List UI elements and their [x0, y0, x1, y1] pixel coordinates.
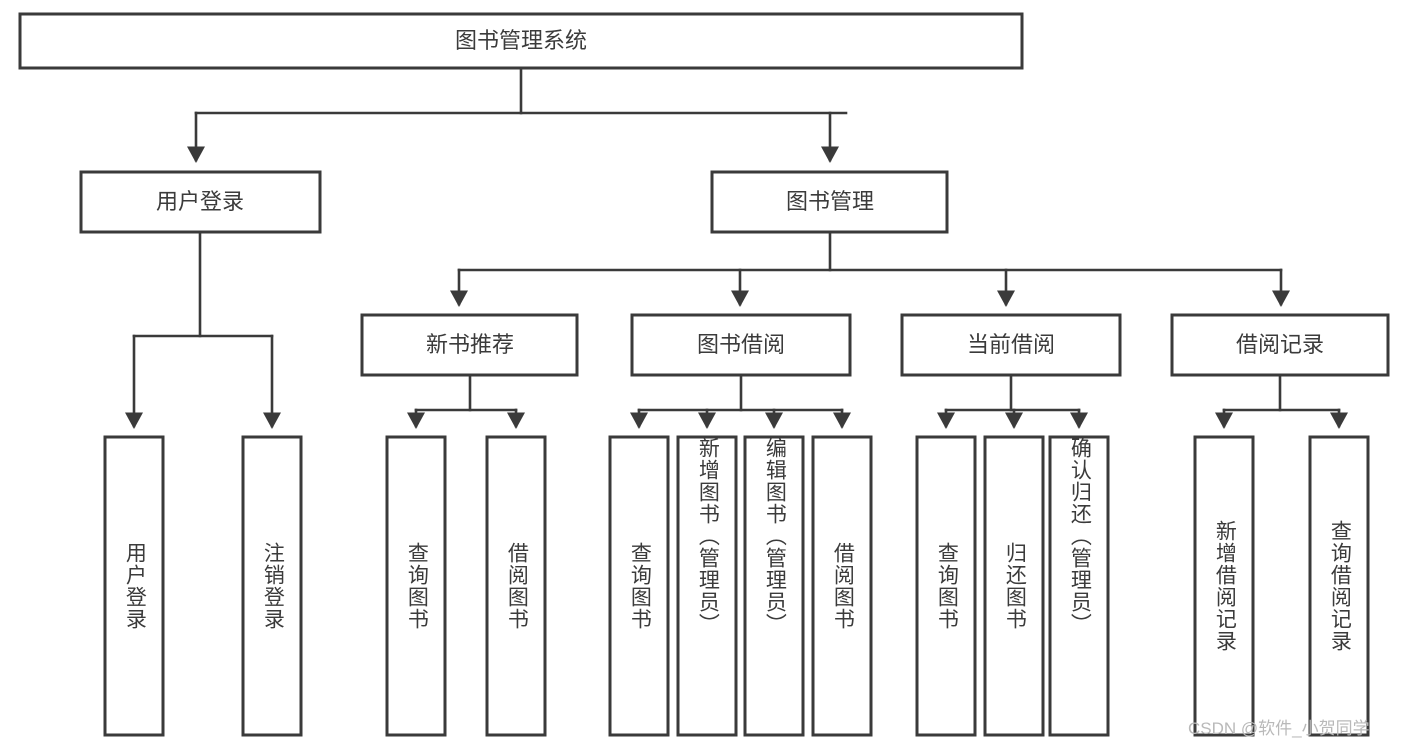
connector-current-borrow-to-leaves: [936, 373, 1089, 430]
node-leaf-query-borrow-record[interactable]: [1308, 435, 1370, 737]
node-current-borrow[interactable]: 当前借阅: [900, 313, 1122, 377]
node-book-manage[interactable]: 图书管理: [710, 170, 949, 234]
connector-book-borrow-to-leaves: [629, 373, 852, 430]
node-user-login-label: 用户登录: [156, 189, 244, 214]
connector-root-to-level1: [186, 66, 848, 164]
node-leaf-query-book-borrow[interactable]: [608, 435, 670, 737]
node-borrow-record-label: 借阅记录: [1236, 332, 1324, 357]
node-book-manage-label: 图书管理: [786, 189, 874, 214]
node-root-label: 图书管理系统: [455, 28, 587, 53]
node-leaf-borrow-book-rec[interactable]: [485, 435, 547, 737]
node-leaf-query-book-rec[interactable]: [385, 435, 447, 737]
node-new-book-recommend[interactable]: 新书推荐: [360, 313, 579, 377]
node-leaf-confirm-return[interactable]: [1048, 435, 1110, 737]
leaf-nodes: [103, 435, 1370, 737]
connector-book-manage-to-level2: [449, 230, 1291, 308]
connector-new-book-recommend-to-leaves: [406, 373, 526, 430]
node-leaf-add-borrow-record[interactable]: [1193, 435, 1255, 737]
node-current-borrow-label: 当前借阅: [967, 332, 1055, 357]
node-new-book-recommend-label: 新书推荐: [426, 332, 514, 357]
node-leaf-query-book-cur[interactable]: [915, 435, 977, 737]
node-root[interactable]: 图书管理系统: [18, 12, 1024, 70]
node-borrow-record[interactable]: 借阅记录: [1170, 313, 1390, 377]
node-book-borrow[interactable]: 图书借阅: [630, 313, 852, 377]
node-leaf-add-book[interactable]: [676, 435, 738, 737]
node-leaf-edit-book[interactable]: [743, 435, 805, 737]
node-leaf-return-book[interactable]: [983, 435, 1045, 737]
connector-user-login-to-leaves: [124, 230, 282, 430]
node-leaf-borrow-book[interactable]: [811, 435, 873, 737]
node-leaf-user-login[interactable]: [103, 435, 165, 737]
node-user-login[interactable]: 用户登录: [79, 170, 322, 234]
node-book-borrow-label: 图书借阅: [697, 332, 785, 357]
connector-borrow-record-to-leaves: [1214, 373, 1349, 430]
node-leaf-user-logout[interactable]: [241, 435, 303, 737]
